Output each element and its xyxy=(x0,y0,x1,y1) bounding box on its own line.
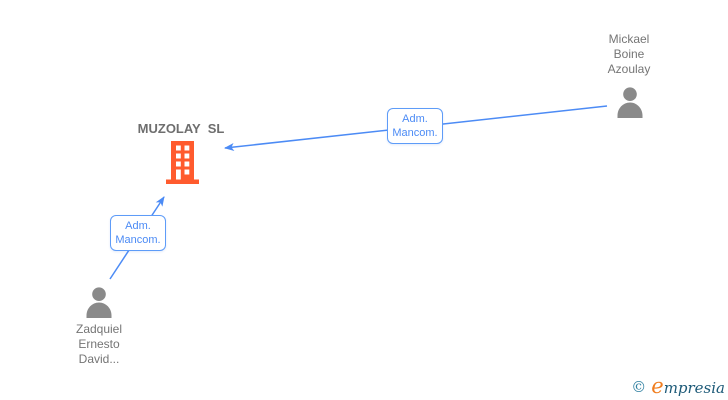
company-name-label[interactable]: MUZOLAY SL xyxy=(137,121,225,136)
relationship-label-line: Mancom. xyxy=(115,234,161,246)
brand-initial: e xyxy=(651,374,664,398)
person-name-zadquiel[interactable]: Zadquiel Ernesto David... xyxy=(39,322,159,367)
company-node[interactable] xyxy=(166,141,199,184)
brand-name: mpresia xyxy=(663,379,725,397)
relationship-label-zadquiel[interactable]: Adm. Mancom. xyxy=(110,215,166,251)
person-name-mickael[interactable]: Mickael Boine Azoulay xyxy=(569,32,689,77)
person-name-line: Boine xyxy=(613,47,645,61)
person-icon xyxy=(617,87,643,118)
relationship-label-line: Adm. xyxy=(125,220,151,232)
relationship-label-line: Adm. xyxy=(402,113,428,125)
building-icon xyxy=(166,141,199,184)
person-node-mickael[interactable] xyxy=(616,87,644,118)
empresia-watermark[interactable]: ©empresia xyxy=(631,374,725,398)
person-node-zadquiel[interactable] xyxy=(85,287,113,318)
relationship-label-line: Mancom. xyxy=(392,127,438,139)
person-name-line: Zadquiel xyxy=(75,322,123,336)
relationship-label-mickael[interactable]: Adm. Mancom. xyxy=(387,108,443,144)
person-name-line: Mickael xyxy=(608,32,650,46)
person-name-line: Ernesto xyxy=(78,337,120,351)
person-icon xyxy=(86,287,112,318)
person-name-line: David... xyxy=(78,352,120,366)
person-name-line: Azoulay xyxy=(607,62,651,76)
copyright-icon: © xyxy=(631,378,647,396)
